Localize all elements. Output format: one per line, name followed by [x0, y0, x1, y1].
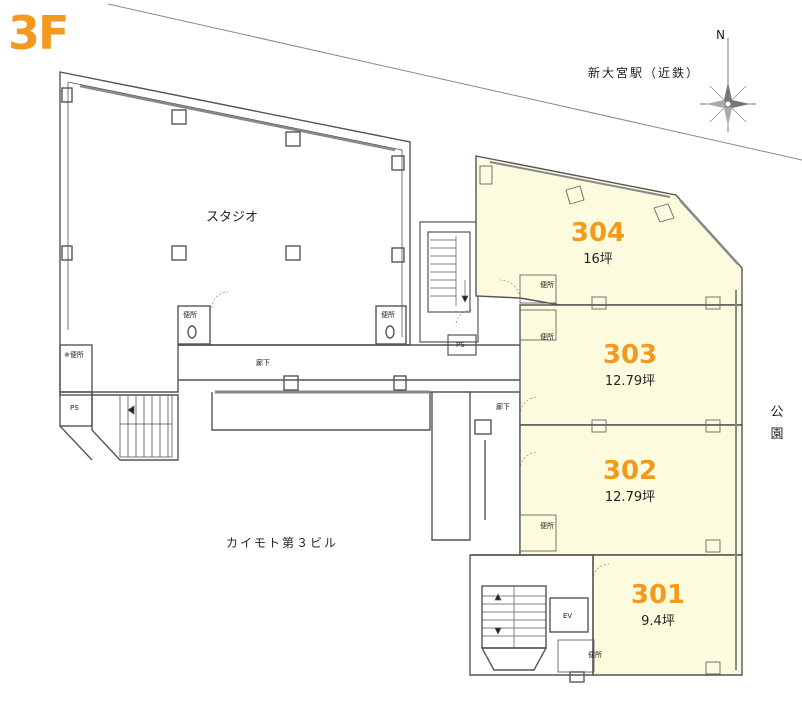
unit-details — [479, 161, 739, 675]
unit-304-number: 304 — [570, 218, 626, 248]
upper-stairs — [430, 236, 469, 306]
ev-label: EV — [563, 612, 573, 620]
ps-label-east: PS — [456, 341, 465, 349]
floor-label: 3F — [8, 6, 69, 60]
neighbor-building-label: カイモト第３ビル — [226, 536, 339, 550]
ps-label-west: PS — [70, 404, 79, 412]
studio-label: スタジオ — [206, 210, 259, 225]
lower-stairs — [482, 586, 546, 648]
unit-302-area-label: 12.79坪 — [604, 490, 656, 505]
unit-303-area-label: 12.79坪 — [604, 374, 656, 389]
street-line — [107, 3, 802, 161]
upper-stair-block — [419, 221, 479, 356]
lower-core — [469, 554, 594, 683]
corridor-walls — [178, 344, 521, 556]
compass-rose-icon — [700, 38, 756, 132]
park-label: 公園 — [770, 405, 784, 442]
studio-toilet-east-label: 便所 — [381, 311, 395, 319]
unit-301: 301 9.4坪 — [628, 580, 688, 629]
door-swings — [211, 279, 610, 581]
studio-toilet-west-label: 便所 — [183, 311, 197, 319]
toilet-note-label: ※便所 — [64, 351, 84, 359]
unit-302-number: 302 — [602, 456, 658, 486]
unit-303-number: 303 — [602, 340, 658, 370]
compass-north-label: N — [716, 28, 725, 42]
unit-302-toilet-label: 便所 — [540, 522, 554, 530]
unit-304-toilet-label: 便所 — [540, 281, 554, 289]
corridor-label: 廊下 — [256, 359, 270, 367]
unit-304: 304 16坪 — [568, 218, 628, 267]
unit-301-number: 301 — [630, 580, 686, 610]
unit-303: 303 12.79坪 — [592, 340, 668, 389]
station-label: 新大宮駅（近鉄） — [588, 66, 701, 80]
unit-302: 302 12.79坪 — [592, 456, 668, 505]
unit-301-area-label: 9.4坪 — [641, 614, 675, 629]
unit-304-area-label: 16坪 — [583, 252, 613, 267]
corridor-label-east: 廊下 — [496, 403, 510, 411]
unit-303-toilet-label: 便所 — [540, 333, 554, 341]
unit-blocks — [475, 155, 743, 676]
left-stairs — [119, 394, 173, 458]
unit-301-toilet-label: 便所 — [588, 651, 602, 659]
studio-building — [59, 71, 411, 461]
